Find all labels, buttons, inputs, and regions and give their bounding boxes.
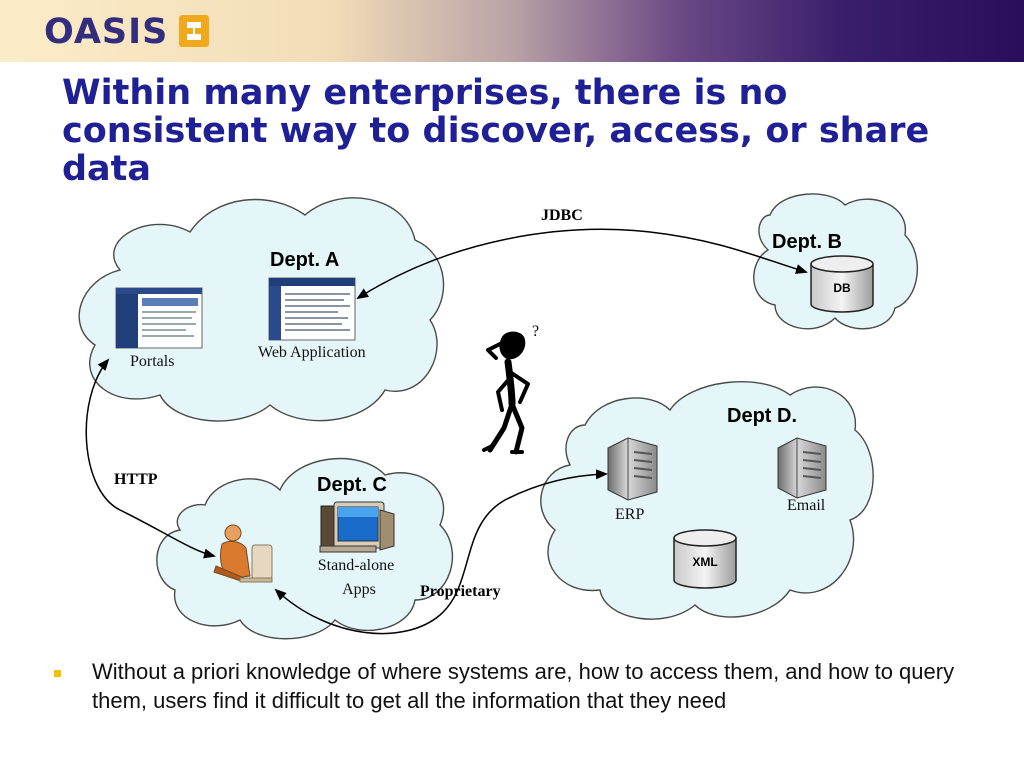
dept-d-label: Dept D. (727, 405, 797, 427)
proprietary-arrow (274, 469, 608, 635)
desktop-computer-icon (319, 501, 395, 553)
http-label: HTTP (114, 471, 158, 488)
slide-header-bar: OASIS (0, 0, 1024, 62)
bullet-text: Without a priori knowledge of where syst… (92, 659, 955, 713)
web-application-label: Web Application (258, 344, 366, 361)
xml-cylinder-icon (673, 529, 737, 589)
db-label: DB (833, 281, 851, 295)
confused-person-icon (482, 331, 530, 455)
jdbc-label: JDBC (541, 207, 583, 224)
jdbc-arrow (356, 228, 808, 300)
bullet-square-icon (54, 670, 61, 677)
oasis-logo-mark-icon (179, 15, 209, 47)
portals-label: Portals (130, 353, 174, 370)
proprietary-label: Proprietary (420, 583, 501, 600)
stand-alone-label: Stand-alone (318, 557, 394, 574)
portals-window-icon (115, 287, 203, 349)
dept-b-label: Dept. B (772, 231, 842, 253)
database-cylinder-icon (810, 255, 874, 313)
apps-label: Apps (342, 581, 376, 598)
email-label: Email (787, 497, 826, 514)
slide-title: Within many enterprises, there is no con… (62, 73, 930, 189)
erp-server-icon (607, 437, 658, 501)
xml-label: XML (692, 555, 717, 569)
web-application-window-icon (268, 277, 356, 341)
oasis-logo: OASIS (44, 12, 169, 52)
erp-label: ERP (615, 506, 644, 523)
email-server-icon (777, 437, 827, 499)
question-mark-label: ? (532, 323, 539, 340)
http-arrow (85, 358, 216, 559)
dept-a-label: Dept. A (270, 249, 339, 271)
dept-c-label: Dept. C (317, 474, 387, 496)
user-at-computer-icon (213, 524, 273, 583)
